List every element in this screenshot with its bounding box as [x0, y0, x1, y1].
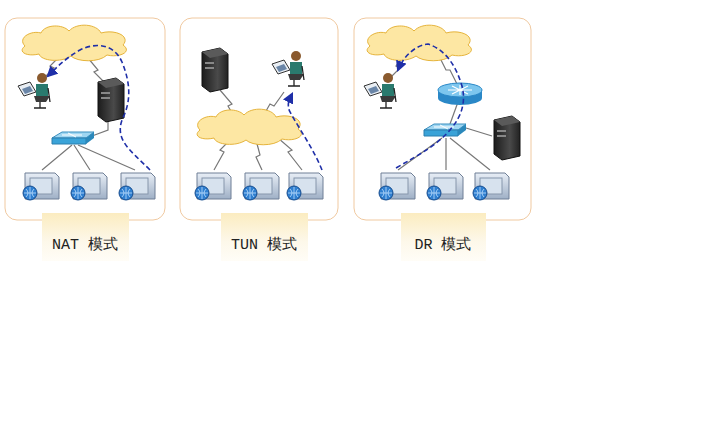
panel-frame — [354, 18, 531, 220]
mode-label: DR 模式 — [414, 237, 471, 255]
mode-label: TUN 模式 — [231, 237, 297, 255]
traffic-flow — [48, 44, 464, 170]
panel-frame — [180, 18, 338, 220]
mode-label-box: TUN 模式 — [221, 213, 308, 261]
network-icons — [18, 25, 520, 200]
panel-frame — [5, 18, 165, 220]
mode-label-box: NAT 模式 — [42, 213, 129, 261]
mode-label: NAT 模式 — [52, 237, 118, 255]
network-wires — [42, 58, 492, 170]
mode-label-box: DR 模式 — [401, 213, 486, 261]
